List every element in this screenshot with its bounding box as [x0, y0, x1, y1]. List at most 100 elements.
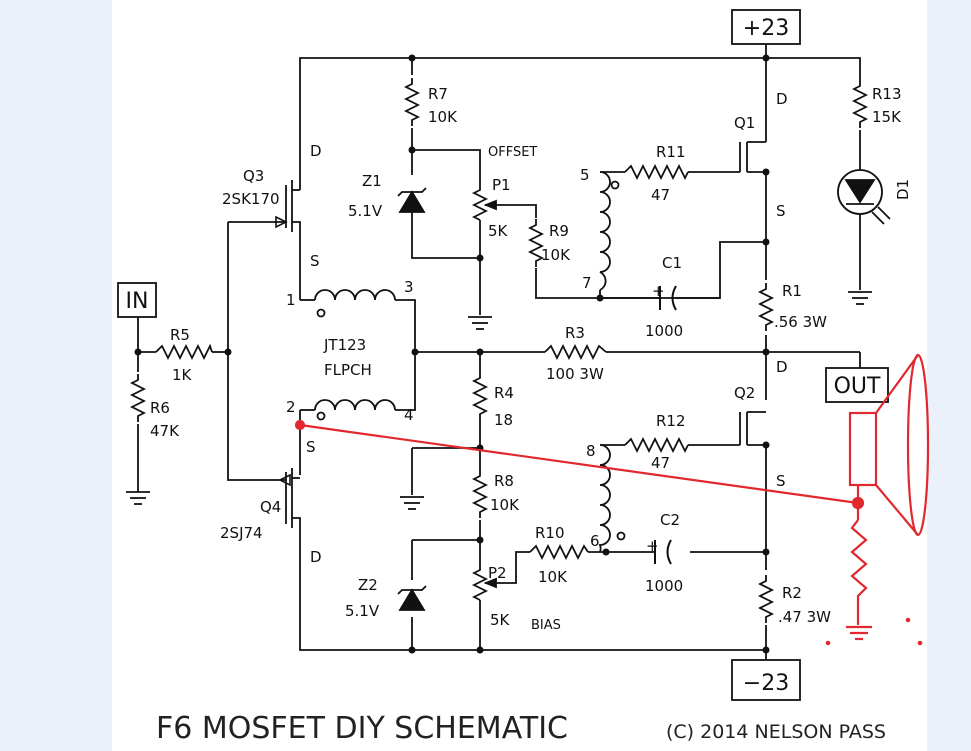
transistor-arrows [275, 215, 291, 487]
ground-symbols [126, 291, 872, 510]
z2-value: 5.1V [345, 602, 380, 620]
q4-part: 2SJ74 [220, 524, 263, 542]
p2-value: 5K [490, 611, 511, 629]
r10-ref: R10 [535, 524, 565, 542]
r9-value: 10K [541, 246, 571, 264]
p2-function: BIAS [531, 618, 561, 633]
r8-ref: R8 [494, 472, 514, 490]
transformer-type: FLPCH [324, 361, 372, 379]
r12-ref: R12 [656, 412, 686, 430]
resistor-r10 [529, 543, 589, 561]
svg-text:IN: IN [126, 289, 149, 314]
capacitor-c1 [659, 285, 677, 311]
q4-drain: D [310, 548, 322, 566]
c2-value: 1000 [645, 577, 683, 595]
red-annotation [294, 353, 930, 646]
r6-value: 47K [150, 422, 180, 440]
r8-value: 10K [490, 496, 520, 514]
r5-value: 1K [172, 366, 193, 384]
z2-ref: Z2 [358, 576, 378, 594]
zener-z2 [397, 585, 427, 611]
q3-ref: Q3 [243, 167, 264, 185]
r7-ref: R7 [428, 85, 448, 103]
r5-ref: R5 [170, 326, 190, 344]
c1-value: 1000 [645, 322, 683, 340]
q2-source: S [776, 472, 786, 490]
r6-ref: R6 [150, 399, 170, 417]
pot-p1 [471, 185, 497, 221]
c1-plus: + [652, 282, 665, 300]
svg-text:−23: −23 [743, 671, 789, 696]
resistor-r5 [155, 343, 213, 361]
junction-dots [134, 54, 770, 654]
r13-value: 15K [872, 108, 902, 126]
rail-box-positive: +23 [731, 9, 801, 45]
r4-ref: R4 [494, 384, 514, 402]
c1-ref: C1 [662, 254, 682, 272]
q1-ref: Q1 [734, 114, 755, 132]
d1-ref: D1 [894, 179, 912, 200]
pot-p2 [471, 565, 497, 601]
zener-z1 [397, 187, 427, 213]
z1-ref: Z1 [362, 172, 382, 190]
resistor-r1 [759, 282, 773, 332]
r10-value: 10K [538, 568, 568, 586]
r11-ref: R11 [656, 143, 686, 161]
p1-ref: P1 [492, 176, 511, 194]
resistor-r7 [405, 77, 419, 127]
r11-value: 47 [651, 186, 670, 204]
capacitor-c2 [654, 539, 672, 565]
r12-value: 47 [651, 454, 670, 472]
resistor-r4 [473, 371, 487, 421]
r1-value: .56 3W [774, 313, 827, 331]
pin-3: 3 [404, 278, 414, 296]
svg-text:OUT: OUT [834, 374, 881, 399]
output-port: OUT [825, 367, 889, 403]
labels: R7 10K OFFSET Z1 5.1V P1 5K R9 10K R11 4… [150, 85, 912, 633]
r13-ref: R13 [872, 85, 902, 103]
q3-drain: D [310, 142, 322, 160]
q2-ref: Q2 [734, 384, 755, 402]
r4-value: 18 [494, 411, 513, 429]
schematic-sheet [112, 0, 927, 751]
resistor-r3 [544, 343, 607, 361]
resistor-r11 [624, 163, 689, 181]
q1-source: S [776, 202, 786, 220]
resistor-r6 [131, 373, 145, 423]
r2-ref: R2 [782, 584, 802, 602]
svg-text:+23: +23 [743, 16, 789, 41]
q4-source-label: S [306, 438, 316, 456]
p2-ref: P2 [488, 564, 507, 582]
pin-6: 6 [590, 532, 600, 550]
p1-value: 5K [488, 222, 509, 240]
pin-1: 1 [286, 291, 296, 309]
input-port: IN [117, 282, 157, 318]
transformer-jt123 [314, 171, 626, 553]
r3-ref: R3 [565, 324, 585, 342]
p1-function: OFFSET [488, 145, 537, 160]
r2-value: .47 3W [778, 608, 831, 626]
q3-part: 2SK170 [222, 190, 280, 208]
r9-ref: R9 [549, 222, 569, 240]
pin-5: 5 [580, 166, 590, 184]
pin-4: 4 [404, 406, 414, 424]
c2-ref: C2 [660, 511, 680, 529]
r7-value: 10K [428, 108, 458, 126]
q1-drain: D [776, 90, 788, 108]
z1-value: 5.1V [348, 202, 383, 220]
led-d1 [837, 169, 891, 225]
copyright-text: (C) 2014 NELSON PASS [666, 721, 886, 743]
r3-value: 100 3W [546, 365, 604, 383]
q2-drain: D [776, 358, 788, 376]
q3-source: S [310, 252, 320, 270]
pin-2: 2 [286, 398, 296, 416]
page-title: F6 MOSFET DIY SCHEMATIC [156, 711, 568, 746]
c2-plus: + [646, 537, 659, 555]
resistor-r12 [624, 436, 689, 454]
resistor-r8 [473, 469, 487, 519]
rail-box-negative: −23 [731, 659, 801, 701]
pin-7: 7 [582, 274, 592, 292]
r1-ref: R1 [782, 282, 802, 300]
pin-8: 8 [586, 442, 596, 460]
